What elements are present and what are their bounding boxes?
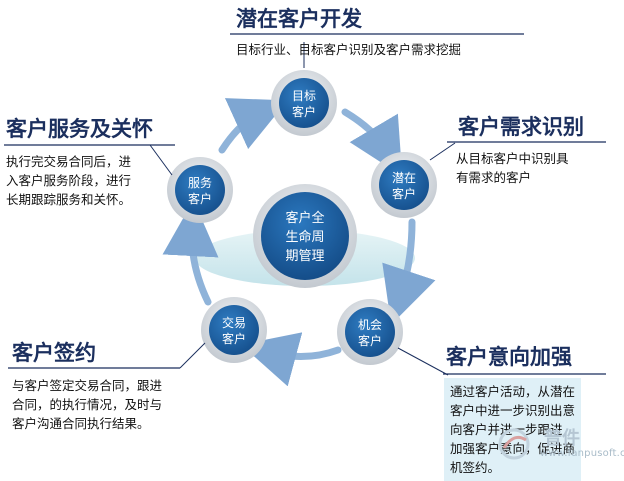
stage-desc-sign-line3: 客户沟通合同执行结果。 bbox=[12, 416, 150, 431]
arrow-target-to-potential bbox=[341, 108, 403, 177]
stage-title-sign: 客户签约 bbox=[12, 341, 96, 365]
watermark-url: www.fanpusoft.com bbox=[540, 448, 624, 459]
stage-desc-strengthen-line4: 加强客户意向，促进商 bbox=[450, 441, 576, 456]
leader-strengthen bbox=[397, 347, 449, 376]
stage-desc-strengthen-line2: 客户中进一步识别出意 bbox=[450, 403, 576, 418]
stage-desc-service: 执行完交易合同后，进 入客户服务阶段，进行 长期跟踪服务和关怀。 bbox=[6, 152, 131, 209]
node-service: 服务 客户 bbox=[167, 157, 233, 223]
stage-desc-sign-line2: 合同，的执行情况，及时与 bbox=[12, 397, 163, 412]
center-hub: 客户全 生命周 期管理 bbox=[253, 184, 357, 288]
leader-sign bbox=[179, 342, 206, 369]
node-target: 目标 客户 bbox=[271, 70, 337, 136]
node-service-line2: 客户 bbox=[188, 191, 212, 206]
stage-title-service: 客户服务及关怀 bbox=[6, 117, 153, 141]
title-underlines bbox=[4, 33, 606, 375]
leader-lines bbox=[149, 42, 456, 376]
node-trade-line2: 客户 bbox=[222, 331, 246, 346]
node-target-line2: 客户 bbox=[292, 104, 316, 119]
stage-title-develop: 潜在客户开发 bbox=[236, 7, 362, 31]
stage-desc-identify-line2: 有需求的客户 bbox=[456, 170, 532, 185]
arrow-service-to-target bbox=[218, 98, 288, 154]
stage-desc-strengthen-line3: 向客户并进一步跟进 bbox=[450, 422, 563, 437]
stage-desc-identify: 从目标客户中识别具 有需求的客户 bbox=[456, 149, 569, 187]
stage-desc-strengthen-line1: 通过客户活动，从潜在 bbox=[450, 384, 576, 399]
stage-desc-sign-line1: 与客户签定交易合同，跟进 bbox=[12, 378, 163, 393]
stage-desc-strengthen-line5: 机签约。 bbox=[450, 460, 501, 475]
stage-desc-develop: 目标行业、目标客户识别及客户需求挖掘 bbox=[236, 42, 462, 57]
center-label-line3: 期管理 bbox=[285, 249, 324, 264]
node-service-line1: 服务 bbox=[188, 175, 212, 190]
node-target-line1: 目标 bbox=[292, 89, 316, 103]
stage-desc-sign: 与客户签定交易合同，跟进 合同，的执行情况，及时与 客户沟通合同执行结果。 bbox=[12, 376, 162, 433]
stage-desc-service-line2: 入客户服务阶段，进行 bbox=[6, 173, 132, 188]
leader-service bbox=[149, 144, 173, 176]
node-trade-line1: 交易 bbox=[222, 315, 246, 330]
node-opportunity: 机会 客户 bbox=[337, 299, 403, 365]
stage-desc-service-line3: 长期跟踪服务和关怀。 bbox=[6, 192, 132, 207]
leader-identify bbox=[429, 142, 456, 161]
stage-desc-identify-line1: 从目标客户中识别具 bbox=[456, 151, 569, 166]
watermark-logo-icon bbox=[498, 428, 530, 460]
cycle-arrows bbox=[162, 98, 436, 387]
arrow-opportunity-to-trade bbox=[240, 332, 342, 387]
arrow-trade-to-service bbox=[162, 200, 219, 306]
arrow-potential-to-opportunity bbox=[382, 218, 436, 325]
center-label-line1: 客户全 bbox=[285, 210, 324, 226]
stage-title-identify: 客户需求识别 bbox=[458, 115, 584, 139]
stage-desc-service-line1: 执行完交易合同后，进 bbox=[6, 154, 132, 169]
node-potential: 潜在 客户 bbox=[371, 152, 437, 218]
watermark-name: 普件 bbox=[544, 428, 580, 449]
watermark: 普件 www.fanpusoft.com bbox=[490, 422, 624, 468]
stage-title-strengthen: 客户意向加强 bbox=[446, 345, 572, 369]
node-opportunity-line1: 机会 bbox=[358, 318, 382, 332]
node-trade: 交易 客户 bbox=[201, 297, 267, 363]
center-label-line2: 生命周 bbox=[285, 229, 324, 245]
node-potential-line1: 潜在 bbox=[392, 171, 416, 185]
node-opportunity-line2: 客户 bbox=[358, 333, 382, 348]
node-potential-line2: 客户 bbox=[392, 186, 416, 201]
